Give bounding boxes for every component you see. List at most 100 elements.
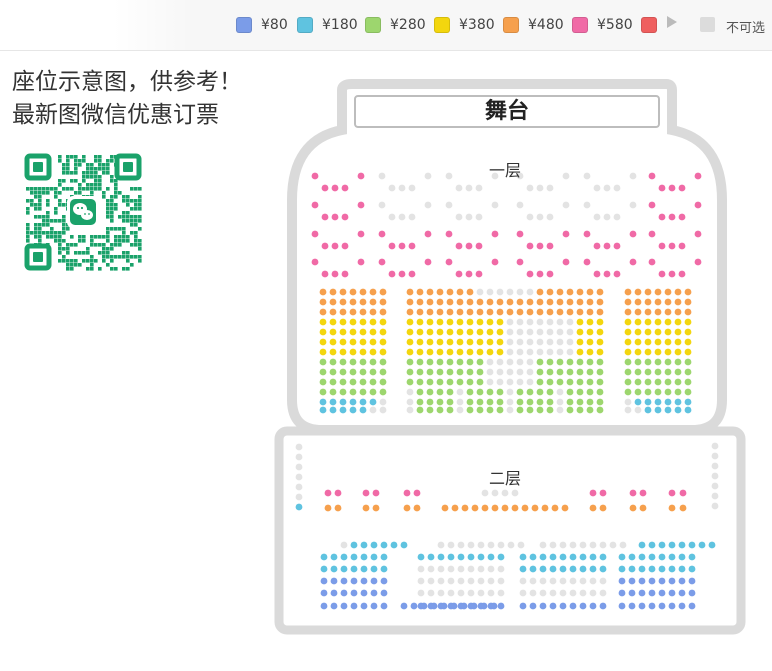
- seat[interactable]: [586, 388, 594, 396]
- seat[interactable]: [406, 368, 414, 376]
- seat[interactable]: [380, 589, 388, 597]
- seat[interactable]: [644, 298, 652, 306]
- seat[interactable]: [586, 298, 594, 306]
- seat[interactable]: [319, 378, 327, 386]
- seat[interactable]: [688, 589, 696, 597]
- seat[interactable]: [416, 378, 424, 386]
- seat[interactable]: [486, 318, 494, 326]
- seat[interactable]: [329, 328, 337, 336]
- seat[interactable]: [583, 230, 591, 238]
- seat[interactable]: [566, 378, 574, 386]
- seat[interactable]: [456, 338, 464, 346]
- seat[interactable]: [476, 358, 484, 366]
- seat[interactable]: [546, 388, 554, 396]
- seat[interactable]: [380, 565, 388, 573]
- seat[interactable]: [436, 348, 444, 356]
- seat[interactable]: [668, 242, 676, 250]
- seat[interactable]: [466, 406, 474, 414]
- seat[interactable]: [456, 328, 464, 336]
- seat[interactable]: [416, 308, 424, 316]
- seat[interactable]: [519, 602, 527, 610]
- seat[interactable]: [446, 298, 454, 306]
- seat[interactable]: [456, 288, 464, 296]
- seat[interactable]: [320, 577, 328, 585]
- seat[interactable]: [678, 270, 686, 278]
- seat[interactable]: [698, 541, 706, 549]
- seat[interactable]: [684, 338, 692, 346]
- seat[interactable]: [426, 406, 434, 414]
- seat[interactable]: [359, 288, 367, 296]
- legend-item-4[interactable]: ¥480: [503, 17, 564, 33]
- seat[interactable]: [638, 589, 646, 597]
- seat[interactable]: [596, 338, 604, 346]
- seat[interactable]: [436, 378, 444, 386]
- seat[interactable]: [456, 318, 464, 326]
- seat[interactable]: [331, 213, 339, 221]
- seat[interactable]: [599, 489, 607, 497]
- seat[interactable]: [583, 258, 591, 266]
- seat[interactable]: [349, 388, 357, 396]
- seat[interactable]: [546, 378, 554, 386]
- seat[interactable]: [369, 378, 377, 386]
- seat[interactable]: [466, 318, 474, 326]
- seat[interactable]: [476, 328, 484, 336]
- seat[interactable]: [319, 388, 327, 396]
- seat[interactable]: [708, 541, 716, 549]
- seat[interactable]: [576, 308, 584, 316]
- seat[interactable]: [496, 338, 504, 346]
- seat[interactable]: [406, 338, 414, 346]
- seat[interactable]: [624, 318, 632, 326]
- seat[interactable]: [446, 328, 454, 336]
- seat[interactable]: [321, 242, 329, 250]
- seat[interactable]: [416, 318, 424, 326]
- seat[interactable]: [331, 270, 339, 278]
- seat[interactable]: [658, 270, 666, 278]
- seat[interactable]: [556, 308, 564, 316]
- seat[interactable]: [446, 388, 454, 396]
- seat[interactable]: [426, 388, 434, 396]
- seat[interactable]: [546, 298, 554, 306]
- seat[interactable]: [603, 270, 611, 278]
- seat[interactable]: [668, 577, 676, 585]
- seat[interactable]: [456, 358, 464, 366]
- seat[interactable]: [476, 308, 484, 316]
- seat[interactable]: [546, 270, 554, 278]
- seat[interactable]: [674, 348, 682, 356]
- seat[interactable]: [349, 328, 357, 336]
- seat[interactable]: [586, 406, 594, 414]
- seat[interactable]: [628, 565, 636, 573]
- seat[interactable]: [526, 270, 534, 278]
- seat[interactable]: [491, 230, 499, 238]
- seat[interactable]: [674, 398, 682, 406]
- seat[interactable]: [329, 398, 337, 406]
- seat[interactable]: [694, 172, 702, 180]
- seat[interactable]: [526, 298, 534, 306]
- seat[interactable]: [467, 553, 475, 561]
- seat[interactable]: [379, 348, 387, 356]
- seat[interactable]: [406, 318, 414, 326]
- seat[interactable]: [416, 298, 424, 306]
- seat[interactable]: [654, 338, 662, 346]
- seat[interactable]: [446, 308, 454, 316]
- seat[interactable]: [486, 308, 494, 316]
- seat[interactable]: [329, 338, 337, 346]
- seat[interactable]: [618, 565, 626, 573]
- seat[interactable]: [329, 308, 337, 316]
- seat[interactable]: [476, 318, 484, 326]
- seat[interactable]: [295, 503, 303, 511]
- seat[interactable]: [589, 504, 597, 512]
- seat[interactable]: [678, 242, 686, 250]
- seat[interactable]: [566, 298, 574, 306]
- seat[interactable]: [674, 318, 682, 326]
- seat[interactable]: [486, 338, 494, 346]
- seat[interactable]: [536, 242, 544, 250]
- seat[interactable]: [311, 258, 319, 266]
- seat[interactable]: [566, 406, 574, 414]
- seat[interactable]: [426, 308, 434, 316]
- seat[interactable]: [331, 184, 339, 192]
- seat[interactable]: [440, 602, 448, 610]
- seat[interactable]: [329, 358, 337, 366]
- seat[interactable]: [579, 602, 587, 610]
- seat[interactable]: [436, 406, 444, 414]
- seat[interactable]: [644, 368, 652, 376]
